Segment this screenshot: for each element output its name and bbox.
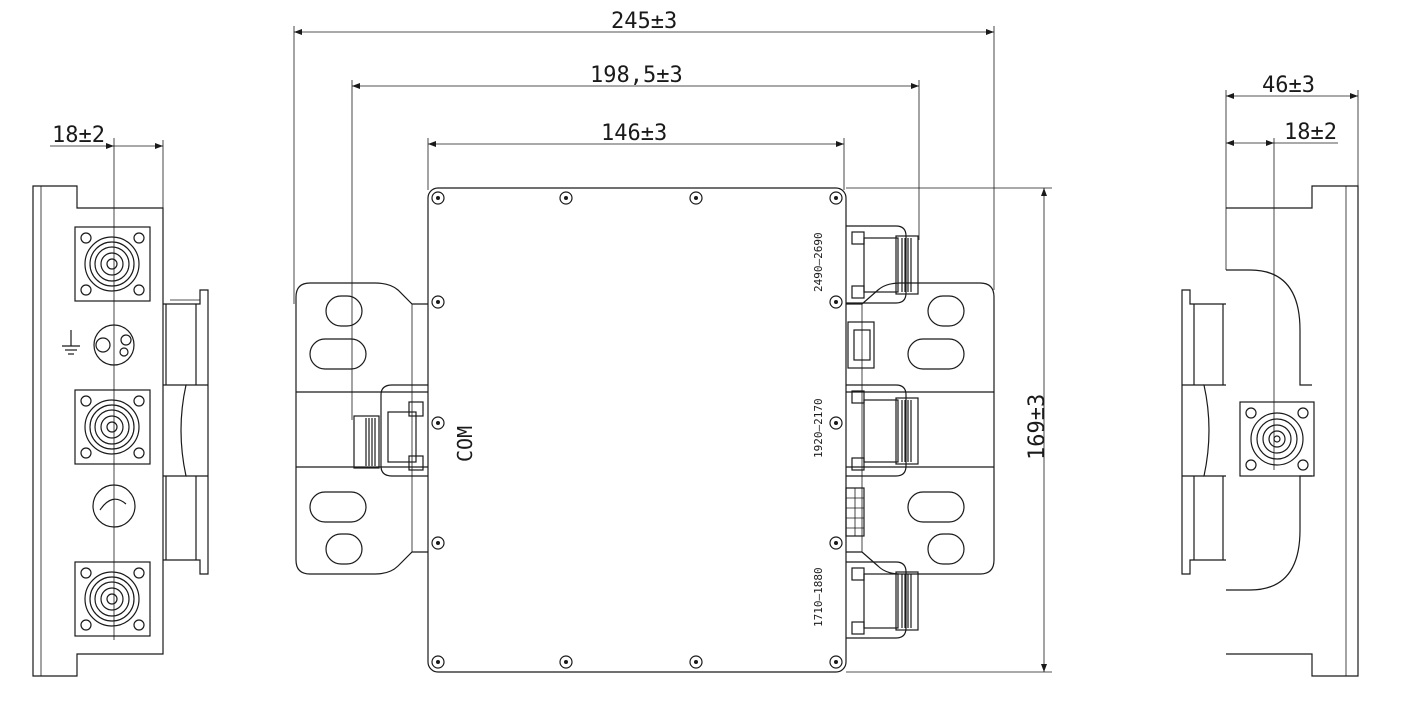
- ground-icon: [62, 330, 80, 355]
- height-dimension-group: 169±3: [846, 187, 1052, 673]
- right-side-connector: [1239, 401, 1315, 477]
- body-width-dimension: 146±3: [601, 121, 667, 146]
- left-mounting-bracket: [295, 282, 428, 575]
- left-offset-dimension: 18±2: [52, 123, 105, 148]
- band-connector-low: [846, 561, 919, 639]
- port-label-low: 1710–1880: [812, 567, 825, 627]
- band-connector-high: [846, 225, 919, 304]
- right-depth-dimension: 46±3: [1262, 73, 1315, 98]
- connector-span-dimension: 198,5±3: [590, 63, 683, 88]
- front-view: 245±3 198,5±3 146±3 169±3: [293, 9, 1052, 673]
- port-label-high: 2490–2690: [812, 232, 825, 292]
- com-connector-thread: [365, 418, 376, 466]
- main-housing: [427, 187, 847, 673]
- right-offset-dimension: 18±2: [1284, 120, 1337, 145]
- vent-plug-bottom: [92, 484, 136, 528]
- left-connector-top: [74, 226, 151, 302]
- housing-screws: [431, 191, 843, 669]
- port-label-mid: 1920–2170: [812, 398, 825, 458]
- vent-plug-top: [93, 324, 135, 366]
- left-connector-bottom: [74, 561, 151, 637]
- right-side-view: 46±3 18±2: [1181, 73, 1359, 677]
- overall-width-dimension: 245±3: [611, 9, 677, 34]
- left-side-view: 18±2: [32, 123, 209, 677]
- top-dimensions: 245±3 198,5±3 146±3: [293, 9, 995, 420]
- right-mounting-bracket: [845, 282, 995, 575]
- height-dimension: 169±3: [1025, 394, 1050, 460]
- band-connector-mid: [846, 384, 919, 477]
- com-port-label: COM: [453, 426, 477, 462]
- left-connector-middle: [74, 389, 151, 465]
